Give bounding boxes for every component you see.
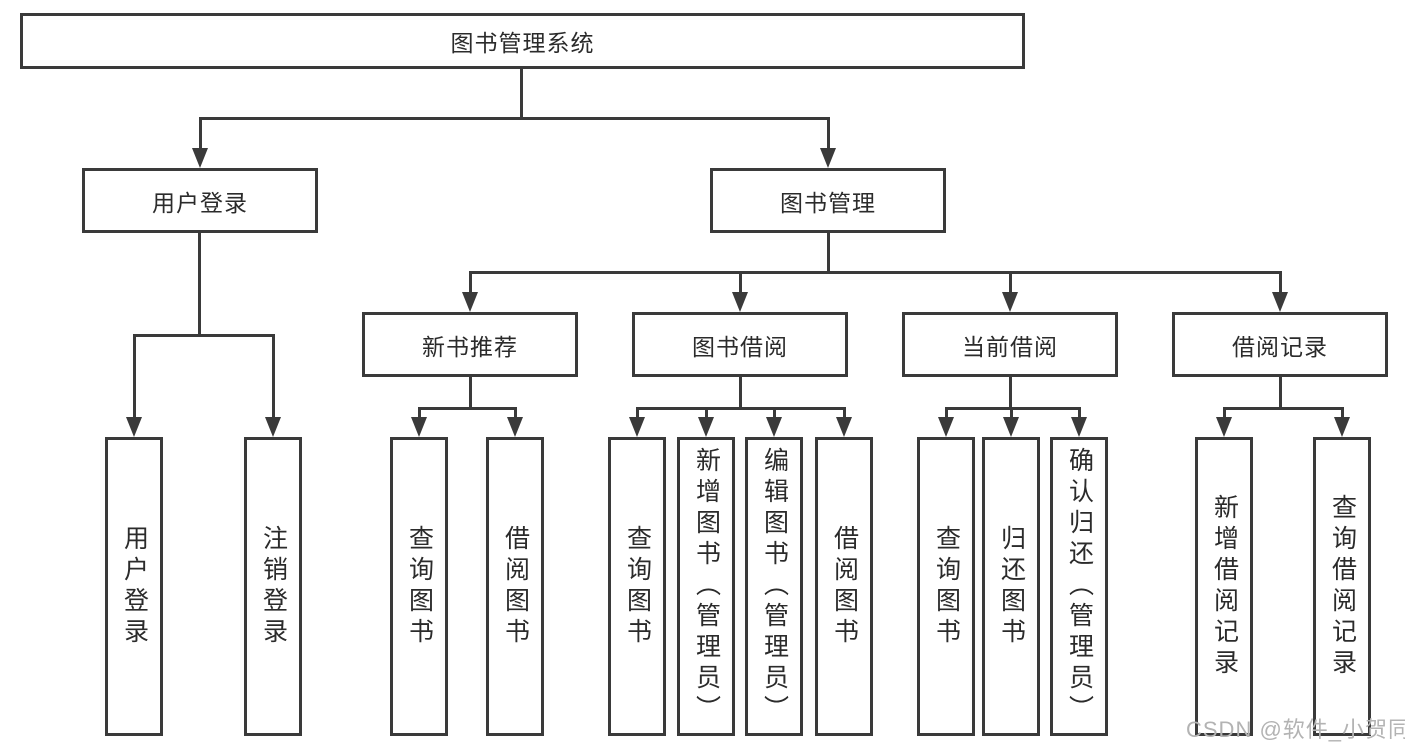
node-label: 当前借阅 [962, 333, 1058, 360]
arrow-down-icon [938, 408, 954, 437]
node-label: 查询图书 [623, 524, 652, 649]
node-book-borrow: 图书借阅 [632, 312, 848, 377]
connector-line [520, 68, 523, 118]
node-label: 编辑图书（管理员） [760, 447, 789, 726]
connector-line [469, 377, 472, 410]
arrow-down-icon [732, 272, 748, 312]
node-label: 查询图书 [405, 524, 434, 649]
node-book-management: 图书管理 [710, 168, 946, 233]
node-label: 图书管理 [780, 189, 876, 216]
node-label: 查询图书 [932, 524, 961, 649]
node-new-book-recommend: 新书推荐 [362, 312, 578, 377]
node-label: 用户登录 [152, 189, 248, 216]
arrow-down-icon [265, 335, 281, 437]
arrow-down-icon [462, 272, 478, 312]
node-label: 新增图书（管理员） [692, 447, 721, 726]
node-label: 图书管理系统 [450, 30, 595, 56]
node-label: 确认归还（管理员） [1065, 447, 1094, 726]
node-label: 借阅记录 [1232, 333, 1328, 360]
leaf-query-books-1: 查询图书 [390, 437, 448, 736]
node-user-login: 用户登录 [82, 168, 318, 233]
node-label: 归还图书 [997, 524, 1026, 649]
leaf-confirm-return-admin: 确认归还（管理员） [1050, 437, 1108, 736]
csdn-watermark: CSDN @软件_小贺同学 [1186, 717, 1405, 742]
arrow-down-icon [1216, 408, 1232, 437]
leaf-return-books: 归还图书 [982, 437, 1040, 736]
leaf-borrow-books-2: 借阅图书 [815, 437, 873, 736]
connector-line [198, 233, 201, 337]
arrow-down-icon [820, 118, 836, 168]
connector-line [1009, 377, 1012, 410]
connector-line [739, 377, 742, 410]
node-label: 借阅图书 [501, 524, 530, 649]
connector-line [199, 117, 830, 120]
leaf-borrow-books-1: 借阅图书 [486, 437, 544, 736]
leaf-query-books-3: 查询图书 [917, 437, 975, 736]
connector-line [636, 407, 846, 410]
node-label: 注销登录 [259, 524, 288, 649]
connector-line [1279, 377, 1282, 410]
connector-line [945, 407, 1081, 410]
node-label: 借阅图书 [830, 524, 859, 649]
leaf-query-borrow-record: 查询借阅记录 [1313, 437, 1371, 736]
arrow-down-icon [1334, 408, 1350, 437]
node-current-borrow: 当前借阅 [902, 312, 1118, 377]
arrow-down-icon [1002, 272, 1018, 312]
arrow-down-icon [1071, 408, 1087, 437]
connector-line [418, 407, 517, 410]
arrow-down-icon [698, 408, 714, 437]
connector-line [1223, 407, 1344, 410]
leaf-query-books-2: 查询图书 [608, 437, 666, 736]
node-label: 查询借阅记录 [1328, 493, 1357, 680]
arrow-down-icon [1003, 408, 1019, 437]
arrow-down-icon [126, 335, 142, 437]
node-label: 图书借阅 [692, 333, 788, 360]
arrow-down-icon [192, 118, 208, 168]
arrow-down-icon [836, 408, 852, 437]
arrow-down-icon [766, 408, 782, 437]
node-label: 新增借阅记录 [1210, 493, 1239, 680]
arrow-down-icon [629, 408, 645, 437]
connector-line [133, 334, 275, 337]
arrow-down-icon [1272, 272, 1288, 312]
node-root-library-system: 图书管理系统 [20, 13, 1025, 69]
arrow-down-icon [411, 408, 427, 437]
leaf-add-books-admin: 新增图书（管理员） [677, 437, 735, 736]
connector-line [827, 233, 830, 274]
node-borrow-records: 借阅记录 [1172, 312, 1388, 377]
leaf-logout: 注销登录 [244, 437, 302, 736]
leaf-user-login: 用户登录 [105, 437, 163, 736]
connector-line [469, 271, 1282, 274]
node-label: 新书推荐 [422, 333, 518, 360]
leaf-add-borrow-record: 新增借阅记录 [1195, 437, 1253, 736]
leaf-edit-books-admin: 编辑图书（管理员） [745, 437, 803, 736]
arrow-down-icon [507, 408, 523, 437]
node-label: 用户登录 [120, 524, 149, 649]
